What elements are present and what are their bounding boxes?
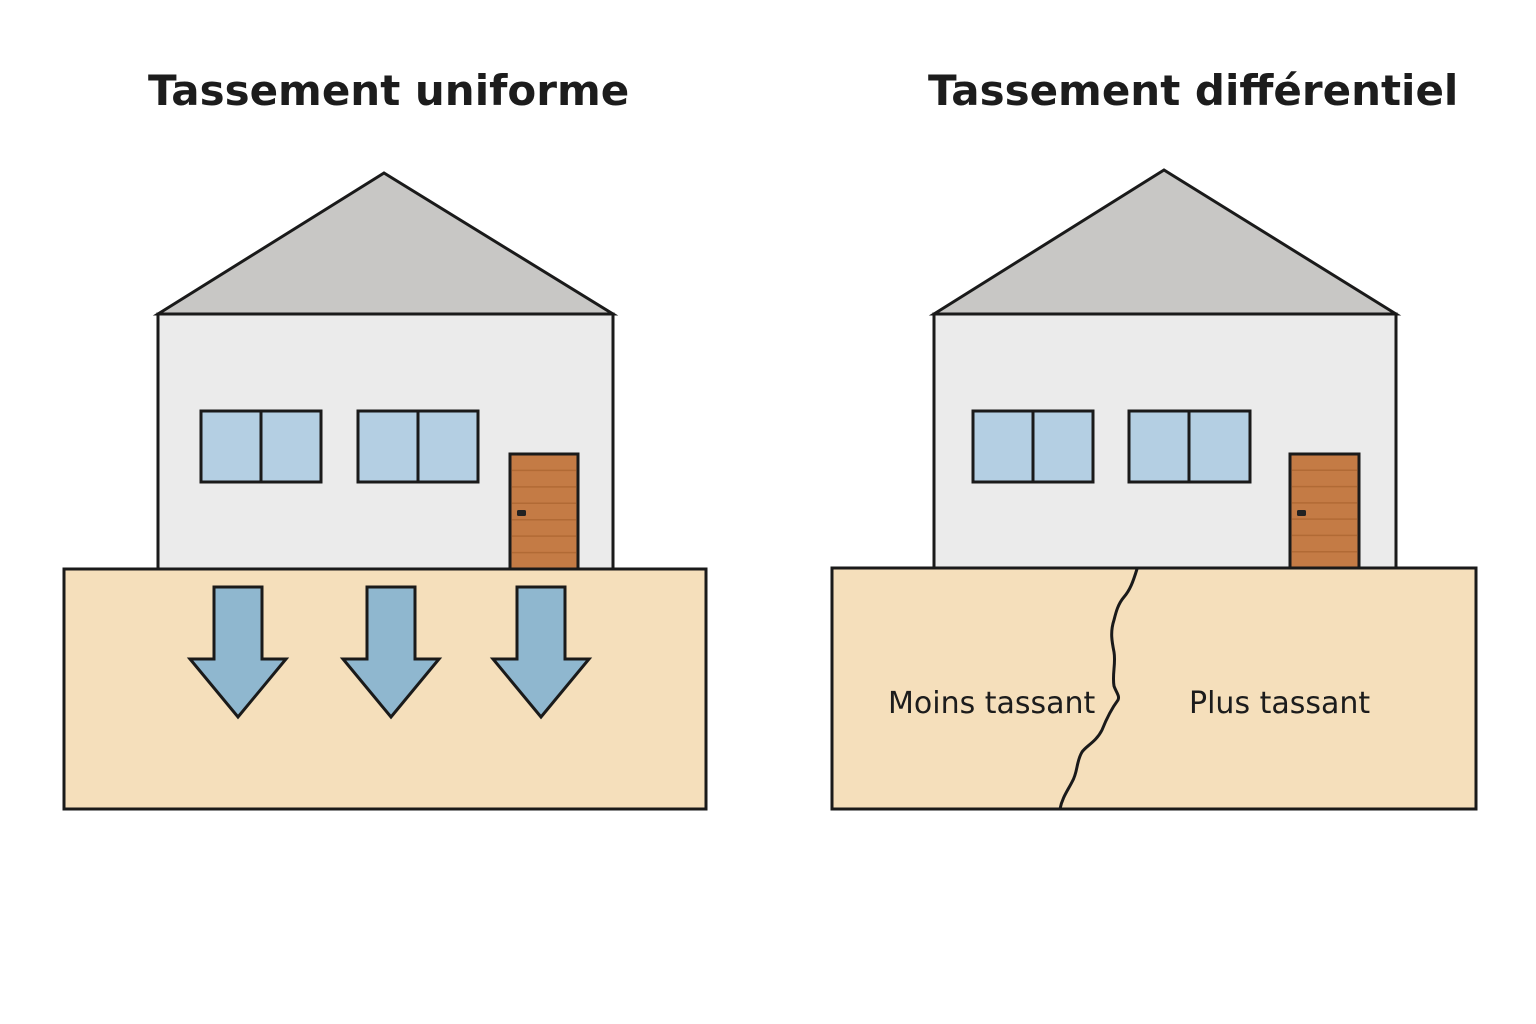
soil-block [830,566,1478,811]
door-handle [517,510,526,516]
door-handle [1297,510,1306,516]
roof [152,171,619,316]
window [199,409,323,484]
title-uniform-settlement: Tassement uniforme [148,66,630,115]
panel-differential: Moins tassant Plus tassant [830,168,1478,811]
settlement-arrows [186,585,593,720]
roof [928,168,1402,316]
down-arrow-icon [489,585,593,720]
door [1288,452,1361,570]
soil-crack [1058,568,1139,810]
title-differential-settlement: Tassement différentiel [928,66,1459,115]
soil-label-more-settling: Plus tassant [1189,686,1370,721]
window [971,409,1095,484]
down-arrow-icon [186,585,290,720]
panel-uniform [62,171,708,811]
window [356,409,480,484]
window [1127,409,1252,484]
door [508,452,580,571]
soil-label-less-settling: Moins tassant [888,686,1096,721]
down-arrow-icon [339,585,443,720]
